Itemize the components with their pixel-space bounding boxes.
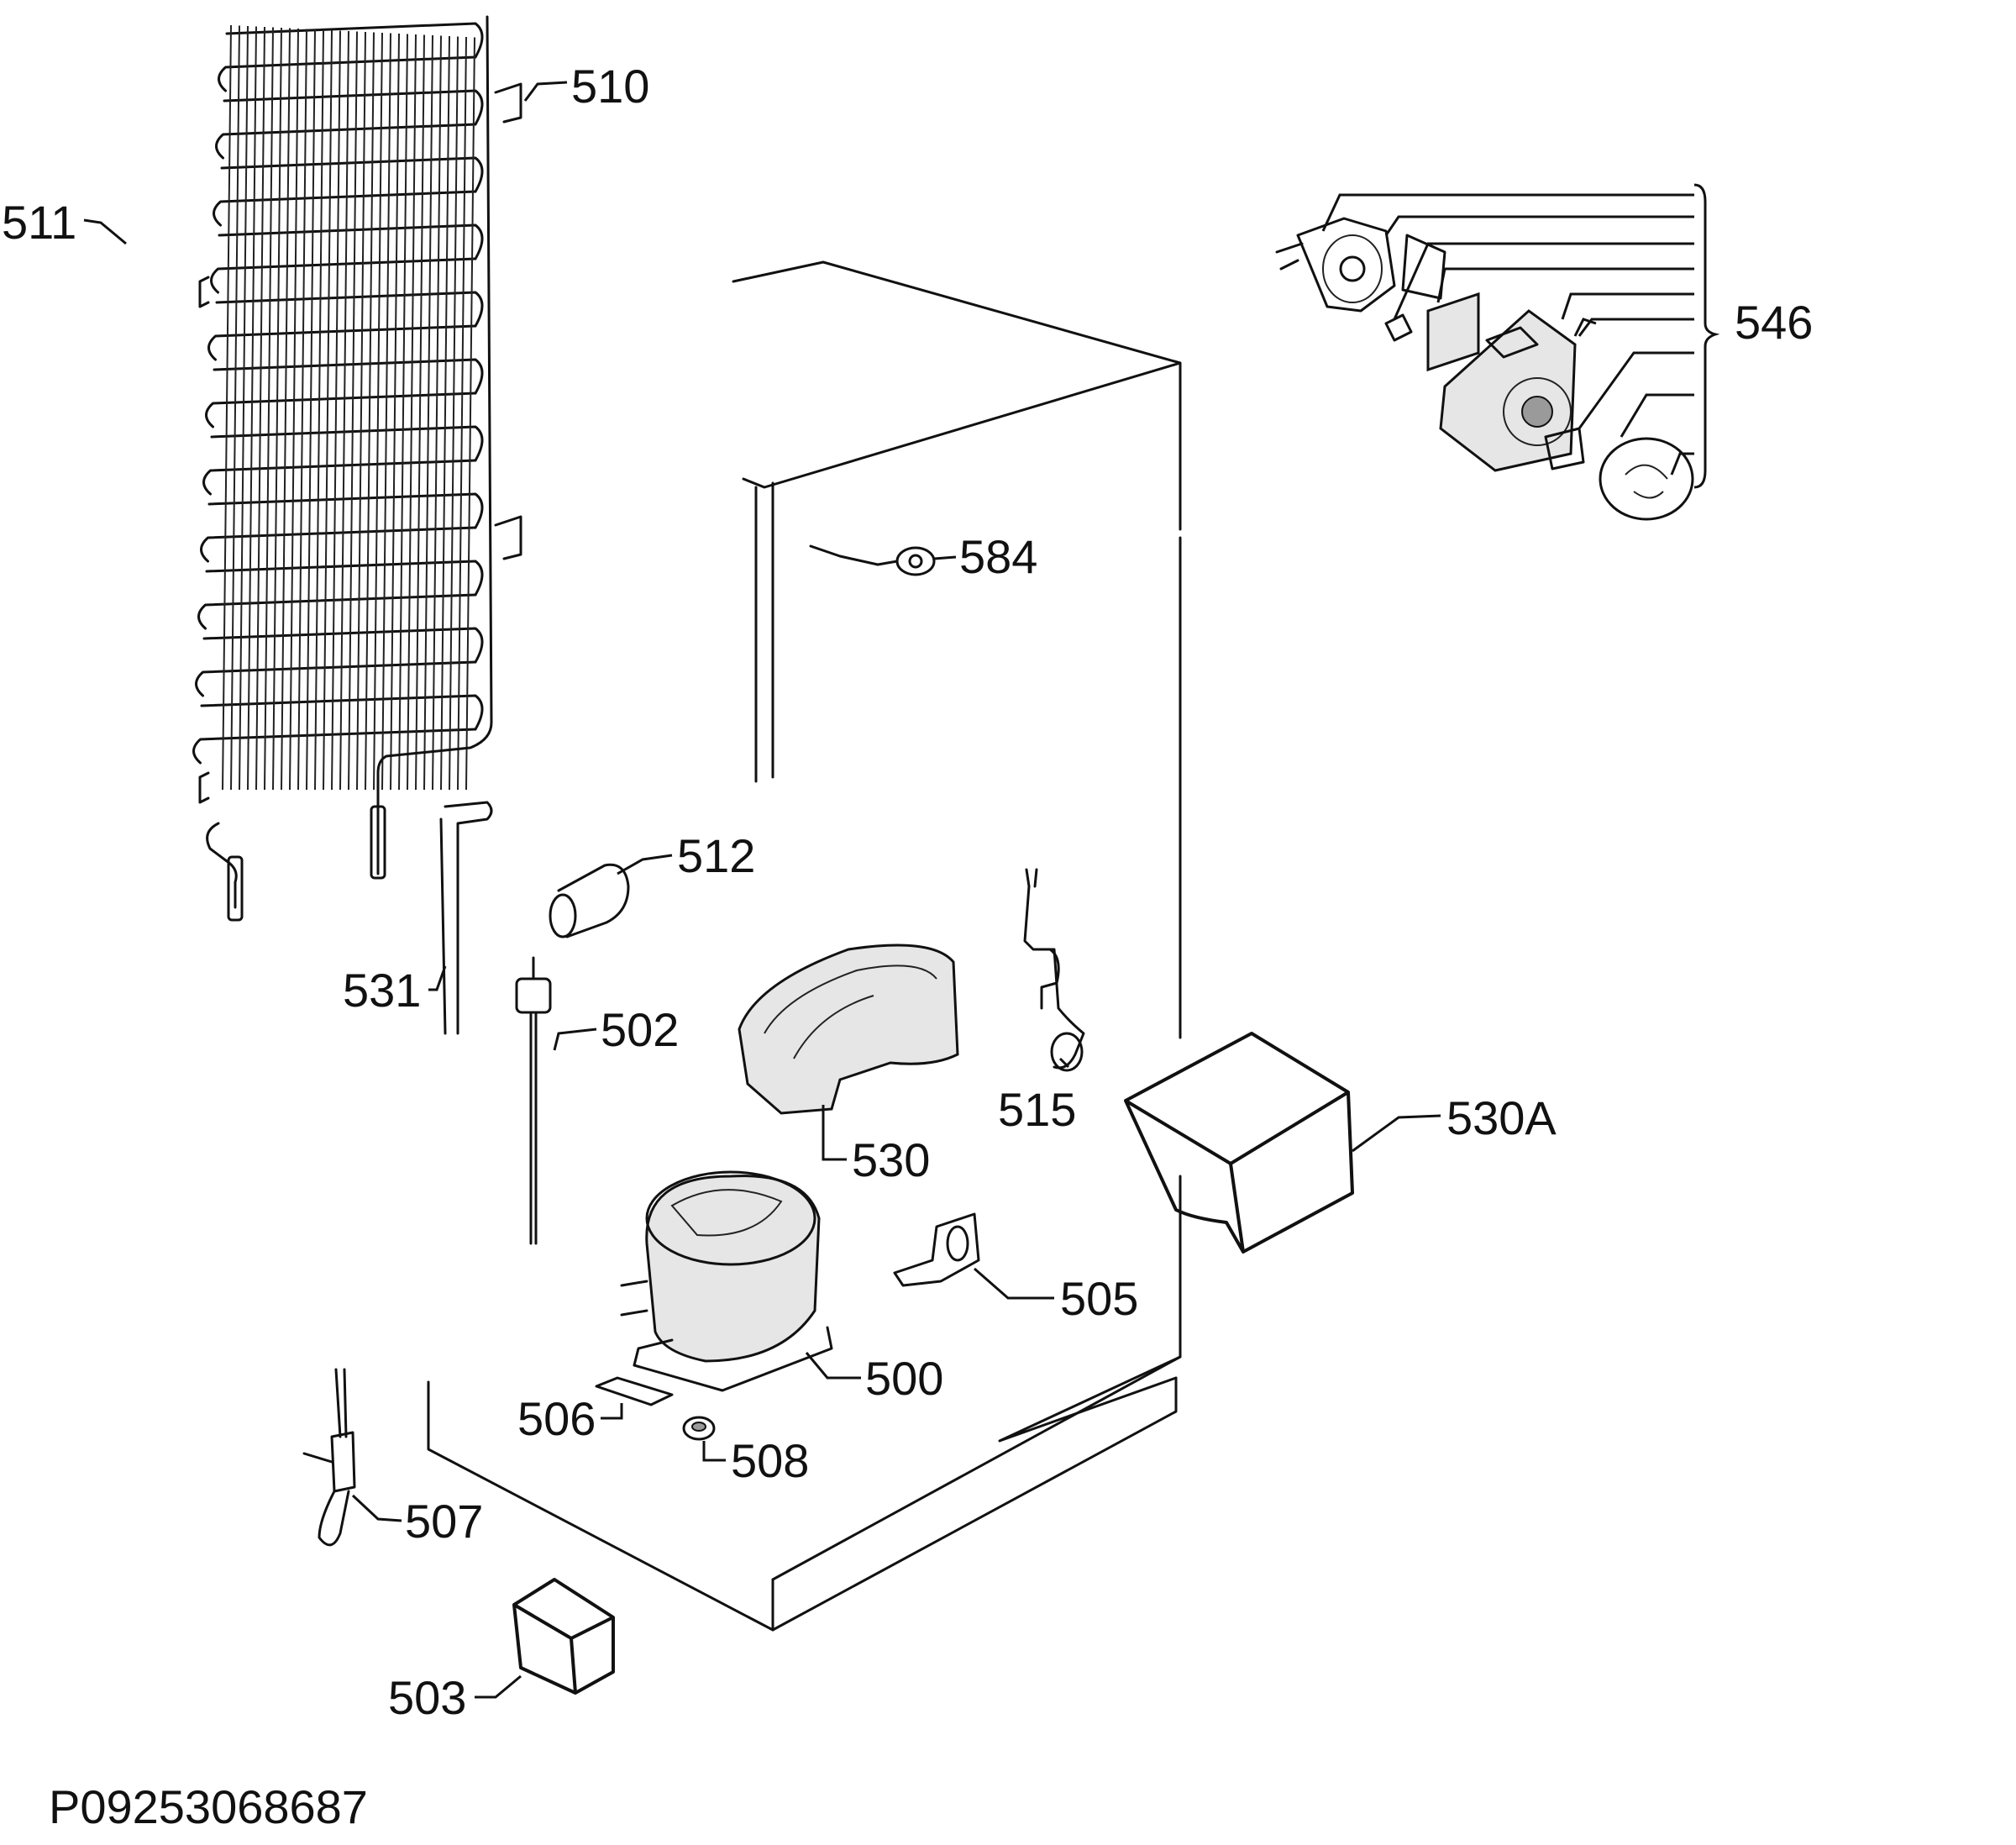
document-id: P09253068687 <box>49 1780 368 1833</box>
part-label-531: 531 <box>343 964 421 1017</box>
part-label-503: 503 <box>388 1671 466 1724</box>
box-530A-drawing <box>1124 1032 1354 1254</box>
part-label-510: 510 <box>571 60 649 113</box>
part-label-511: 511 <box>2 196 76 249</box>
part-labels: 510 511 546 584 512 531 502 515 530A 530… <box>2 60 1813 1833</box>
part-label-506: 506 <box>517 1392 596 1445</box>
grommet-508-drawing <box>682 1416 716 1441</box>
part-label-500: 500 <box>865 1352 943 1405</box>
sleeve-512-drawing <box>549 863 630 938</box>
bracket-505-drawing <box>893 1212 980 1287</box>
sensor-502-drawing <box>515 956 552 1245</box>
compressor-500-drawing <box>620 1170 833 1392</box>
relay-507-drawing <box>302 1368 356 1547</box>
part-label-512: 512 <box>677 829 755 882</box>
part-label-515: 515 <box>998 1083 1076 1136</box>
condenser-coil-drawing <box>192 15 522 922</box>
part-label-530A: 530A <box>1446 1091 1557 1144</box>
part-label-530: 530 <box>852 1133 930 1186</box>
part-label-546: 546 <box>1735 296 1813 349</box>
heater-515-drawing <box>1023 868 1085 1072</box>
cabinet-outline-drawing <box>427 260 1182 1632</box>
part-label-505: 505 <box>1060 1272 1138 1325</box>
part-label-502: 502 <box>601 1003 679 1056</box>
part-label-584: 584 <box>959 530 1037 583</box>
box-503-drawing <box>512 1578 615 1695</box>
door-part-584-drawing <box>809 544 936 576</box>
plate-506-drawing <box>595 1376 674 1406</box>
part-label-508: 508 <box>731 1434 809 1487</box>
part-label-507: 507 <box>405 1495 483 1548</box>
tube-531-drawing <box>439 801 493 1035</box>
leader-lines <box>83 81 1720 1699</box>
fan-assembly-drawing <box>1275 217 1694 521</box>
drip-tray-530-drawing <box>738 944 959 1115</box>
